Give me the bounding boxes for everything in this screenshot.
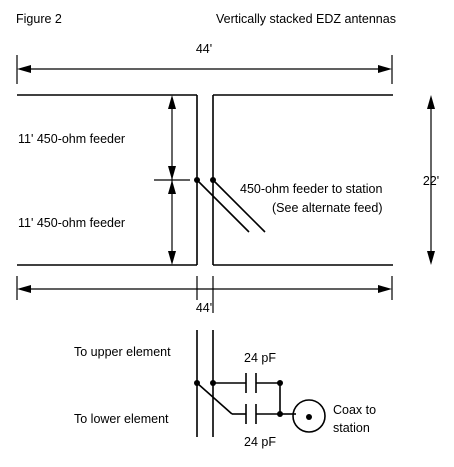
coax-label: Coax to [333, 403, 376, 417]
upper-element [17, 94, 393, 180]
lower-capacitor-label: 24 pF [244, 435, 276, 449]
diagram-title: Vertically stacked EDZ antennas [216, 12, 396, 26]
to-lower-element-label: To lower element [74, 412, 169, 426]
alternate-feed-wires [194, 330, 246, 437]
top-width-dimension [16, 55, 393, 84]
feeder-dimension [154, 95, 190, 265]
bottom-width-dimension [16, 276, 393, 313]
top-width-label: 44' [196, 42, 212, 56]
lower-capacitor [245, 404, 296, 424]
to-upper-element-label: To upper element [74, 345, 171, 359]
coax-connector-icon [292, 399, 326, 433]
upper-capacitor-label: 24 pF [244, 351, 276, 365]
bottom-width-label: 44' [196, 301, 212, 315]
alternate-feed-note: (See alternate feed) [272, 201, 383, 215]
upper-feeder-label: 11' 450-ohm feeder [18, 132, 125, 146]
figure-label: Figure 2 [16, 12, 62, 26]
lower-element [17, 180, 393, 266]
height-label: 22' [423, 174, 439, 188]
lower-feeder-label: 11' 450-ohm feeder [18, 216, 125, 230]
upper-capacitor [245, 373, 283, 414]
coax-label-station: station [333, 421, 370, 435]
height-dimension [427, 95, 435, 265]
feeder-to-station-label: 450-ohm feeder to station [240, 182, 382, 196]
feed-junction [194, 177, 266, 233]
